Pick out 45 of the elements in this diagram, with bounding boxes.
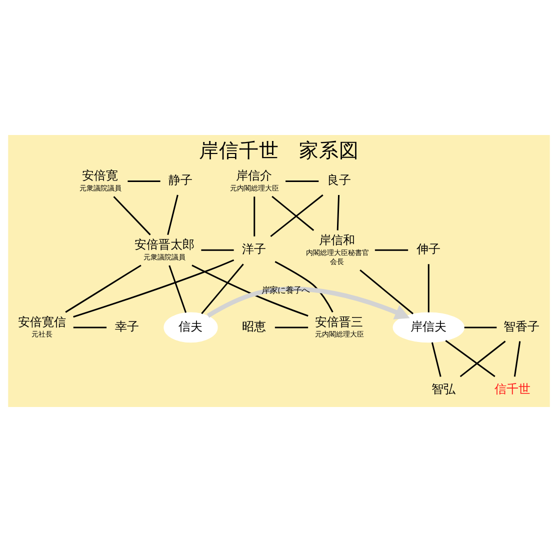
- node-text: 伸子: [416, 242, 441, 256]
- edge-label: 岸家に養子へ: [261, 285, 310, 296]
- node-text: 洋子: [242, 242, 266, 256]
- connector: [360, 269, 414, 314]
- connector: [460, 340, 506, 378]
- node-text: 昭恵: [242, 319, 266, 334]
- node-text: 智弘: [432, 382, 456, 396]
- diagram-title: 岸信千世 家系図: [199, 138, 359, 162]
- node-text: 岸信介: [236, 168, 272, 183]
- node-text: 静子: [168, 173, 193, 188]
- node-text: 安倍晋太郎: [134, 237, 195, 252]
- connector: [65, 264, 142, 313]
- connector: [254, 196, 256, 236]
- node-text: 安倍晋三: [314, 314, 363, 329]
- node-text: 安倍寛: [82, 168, 118, 183]
- node-text: 智香子: [504, 319, 540, 334]
- connector: [201, 249, 234, 251]
- connector: [73, 326, 107, 328]
- connector: [167, 194, 178, 235]
- connector: [272, 196, 314, 231]
- connector: [201, 264, 244, 314]
- connector: [431, 342, 442, 377]
- node-text: 岸信和: [318, 232, 355, 247]
- node-text: 信千世: [494, 382, 531, 396]
- node-text: 安倍寛信: [18, 314, 66, 329]
- connector: [113, 196, 151, 236]
- connector: [73, 259, 234, 318]
- connector: [286, 180, 319, 182]
- node-text: 幸子: [114, 319, 139, 334]
- connector: [274, 326, 308, 328]
- node-text: 良子: [327, 173, 352, 188]
- node-ellipse: 信夫: [164, 312, 218, 343]
- connector: [336, 194, 340, 230]
- connector: [514, 341, 521, 377]
- connector: [168, 265, 187, 313]
- connector: [464, 326, 497, 328]
- connector: [192, 264, 308, 317]
- connector: [270, 194, 324, 238]
- connector: [274, 261, 334, 312]
- connector: [374, 249, 408, 251]
- connector: [445, 340, 496, 378]
- node-ellipse: 岸信夫: [392, 312, 464, 343]
- connector: [128, 180, 160, 182]
- connector: [428, 264, 430, 312]
- arrow: [206, 286, 410, 320]
